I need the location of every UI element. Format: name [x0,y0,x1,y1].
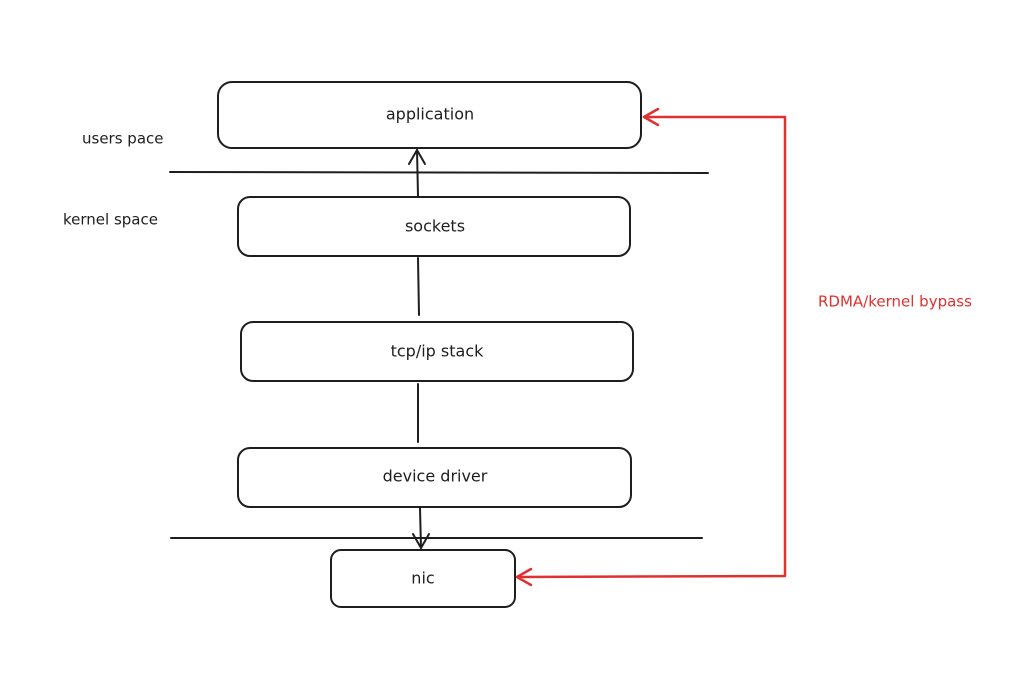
nic-label: nic [411,569,434,588]
tcp-ip-stack-box: tcp/ip stack [240,321,634,382]
application-label: application [386,105,474,124]
sockets-box: sockets [237,196,631,257]
device-driver-label: device driver [383,467,488,486]
driver-to-nic-arrow [412,507,430,551]
tcp-ip-stack-label: tcp/ip stack [391,342,485,361]
rdma-bypass-label: RDMA/kernel bypass [818,293,972,311]
rdma-bypass-arrow [515,107,787,587]
nic-box: nic [330,549,516,608]
kernel-space-label: kernel space [63,211,158,229]
device-driver-box: device driver [237,447,632,508]
sockets-to-application-arrow [408,147,426,197]
user-kernel-divider [169,171,709,174]
sockets-label: sockets [405,217,465,236]
user-space-label: users pace [82,130,164,148]
sockets-tcp-connector [417,257,420,316]
application-box: application [217,81,642,149]
